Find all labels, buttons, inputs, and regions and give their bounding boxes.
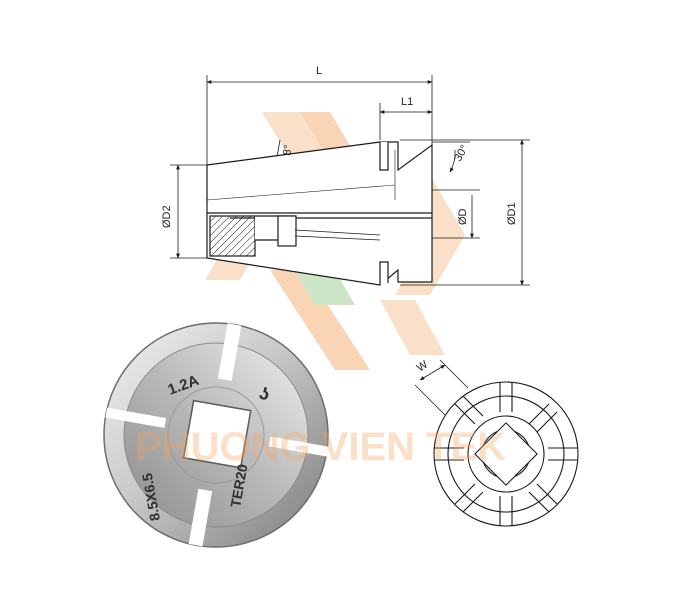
watermark-text: PHUONG VIEN TEK: [135, 425, 506, 469]
collet-model-marking: TER20: [227, 463, 250, 509]
collet-photo: [103, 322, 330, 548]
dim-w-lines: [414, 359, 469, 416]
dim-d1-label: ØD1: [506, 202, 518, 225]
dim-angle-label: 30°: [452, 143, 471, 163]
dim-l1-label: L1: [401, 96, 413, 108]
collet-side-view: [206, 141, 433, 286]
dim-d2-label: ØD2: [161, 205, 173, 228]
dim-d-label: ØD: [457, 208, 469, 225]
dim-w-label: W: [415, 358, 431, 374]
dim-length-label: L: [316, 65, 322, 77]
dim-chamfer-label: 8°: [281, 144, 295, 156]
dimension-lines: [170, 75, 530, 286]
collet-front-view: [433, 381, 579, 527]
collet-logo-mark: ʖ: [257, 383, 272, 405]
